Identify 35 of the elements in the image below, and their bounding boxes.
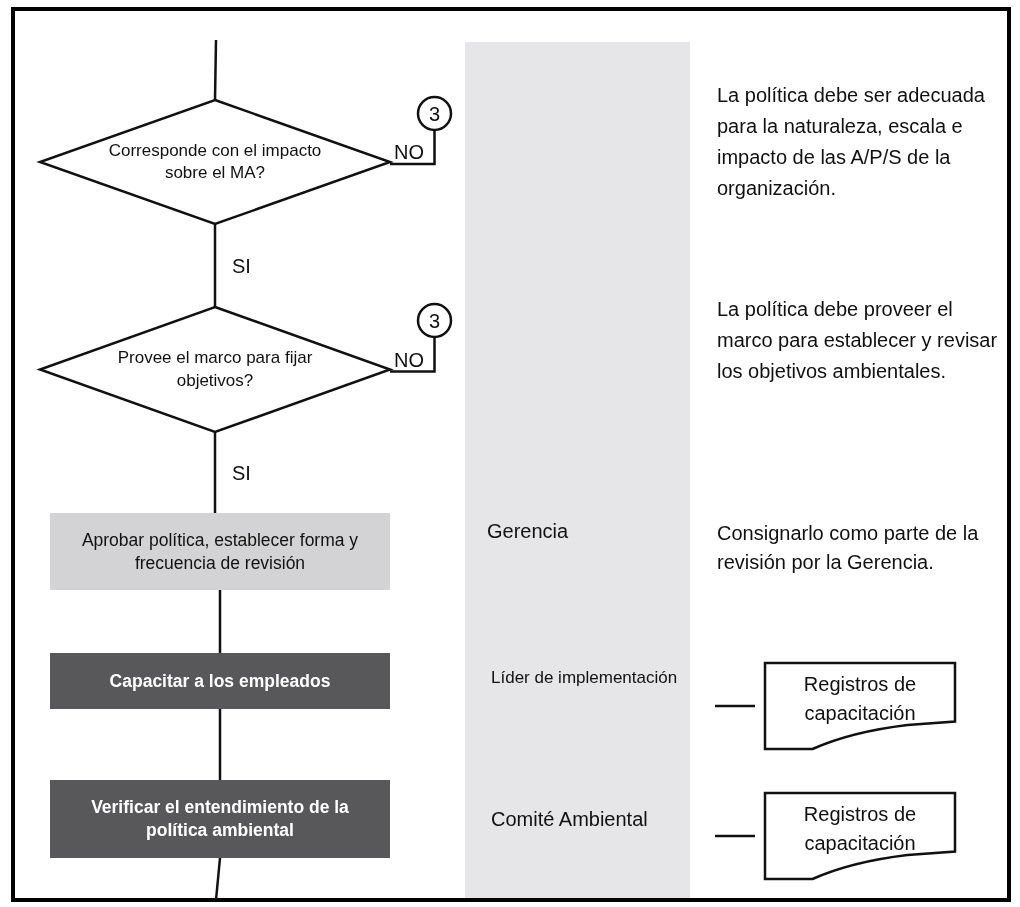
role-label: Comité Ambiental [491,807,648,832]
document-shape [765,663,955,749]
role-label: Líder de implementación [491,667,678,689]
connector-number: 3 [428,103,441,124]
process-box [50,513,390,590]
process-box [50,780,390,858]
note-text: La política debe proveer el marco para establecer y revisar los objetivos ambientales. [717,297,999,384]
connector-line [213,224,217,307]
role-label: Gerencia [487,519,569,544]
connector-line [390,337,436,373]
note-text: Consignarlo como parte de la revisión por la Gerencia. [717,521,980,575]
connector-number: 3 [428,310,441,331]
edge-label: SI [232,255,251,276]
edge-label: NO [394,349,424,370]
document-text: Registros de capacitación [802,672,918,726]
connector-circle [418,304,451,337]
connector-line [213,432,217,513]
connector-line [218,709,222,780]
connector-circle [418,97,451,130]
connector-line [715,834,755,838]
process-text: Verificar el entendimiento de la política ambiental [90,796,350,842]
edge-label: SI [232,462,251,483]
connector-line [213,39,218,101]
connector-line [390,130,436,166]
connector-line [214,857,222,901]
connector-line [218,590,222,653]
process-text: Aprobar política, establecer forma y frecuencia de revisión [80,528,360,575]
process-box [50,653,390,709]
connector-line [715,704,755,708]
process-text: Capacitar a los empleados [109,669,331,693]
document-shape [765,793,955,879]
decision-text: Corresponde con el impacto sobre el MA? [107,139,323,184]
note-text: La política debe ser adecuada para la naturaleza, escala e impacto de las A/P/S de la organización. [717,83,986,201]
document-text: Registros de capacitación [802,802,918,856]
edge-label: NO [394,142,424,162]
